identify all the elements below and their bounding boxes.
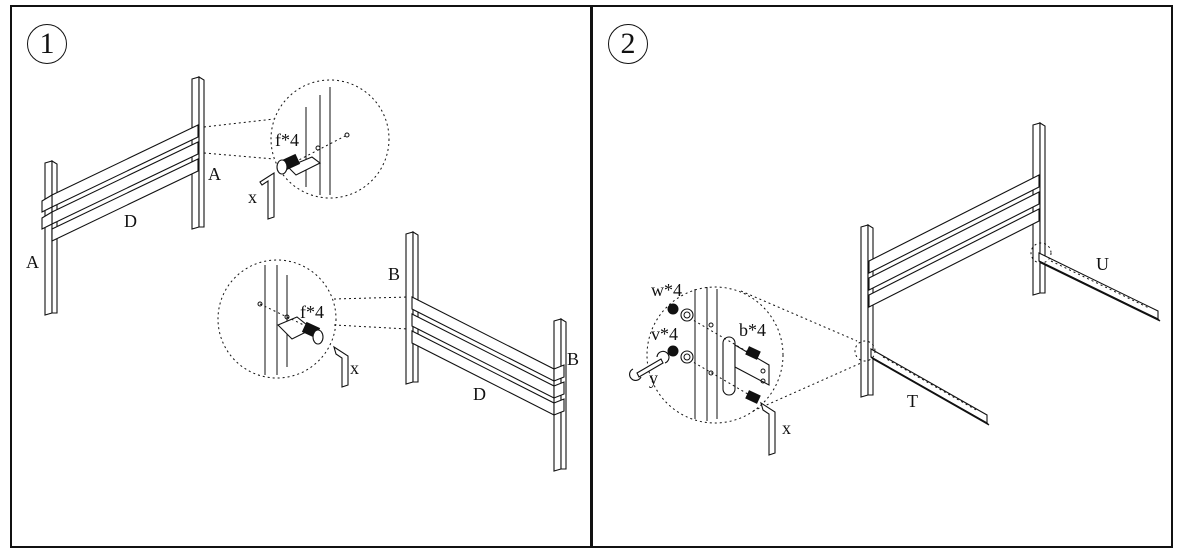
label-d-upper: D [124, 211, 137, 231]
label-key-x-upper: x [248, 187, 257, 207]
label-wrench-y: y [649, 368, 658, 388]
hex-key-lower [333, 345, 349, 388]
headboard-post-left [860, 224, 874, 398]
label-bolt-f-upper: f*4 [275, 130, 299, 150]
label-b-upper: B [388, 264, 401, 284]
side-rail-u [1030, 242, 1161, 322]
hex-key [760, 401, 776, 456]
step-number: 2 [608, 24, 648, 64]
label-side-rail-u: U [1096, 254, 1109, 274]
detail-circle-upper [203, 79, 390, 199]
headboard-rails [868, 174, 1040, 308]
label-side-rail-t: T [907, 391, 918, 411]
label-b-lower: B [567, 349, 580, 369]
label-key-x-lower: x [350, 358, 359, 378]
step-2-panel: 2 w*4 v*4 b*4 y x T U [591, 5, 1173, 548]
headboard-post-right [1032, 122, 1046, 296]
step-1-drawing [41, 76, 567, 472]
label-key-x: x [782, 418, 791, 438]
label-a-upper: A [208, 164, 221, 184]
side-rail-t [870, 348, 990, 426]
rails-d-upper [41, 124, 199, 242]
label-a-lower: A [26, 252, 39, 272]
label-washer-w: w*4 [651, 280, 682, 300]
label-bolt-f-lower: f*4 [300, 302, 324, 322]
label-bolt-b: b*4 [739, 320, 766, 340]
wrench-icon [629, 350, 670, 381]
step-number: 1 [27, 24, 67, 64]
detail-circle-lower [217, 259, 409, 379]
label-d-lower: D [473, 384, 486, 404]
detail-circle [646, 286, 876, 424]
step-1-panel: 1 A A D D B B f*4 f*4 x x [10, 5, 592, 548]
rails-d-lower [411, 296, 565, 416]
hex-key-upper [259, 171, 275, 220]
label-nut-v: v*4 [651, 324, 678, 344]
step-2-drawing [629, 122, 1161, 456]
